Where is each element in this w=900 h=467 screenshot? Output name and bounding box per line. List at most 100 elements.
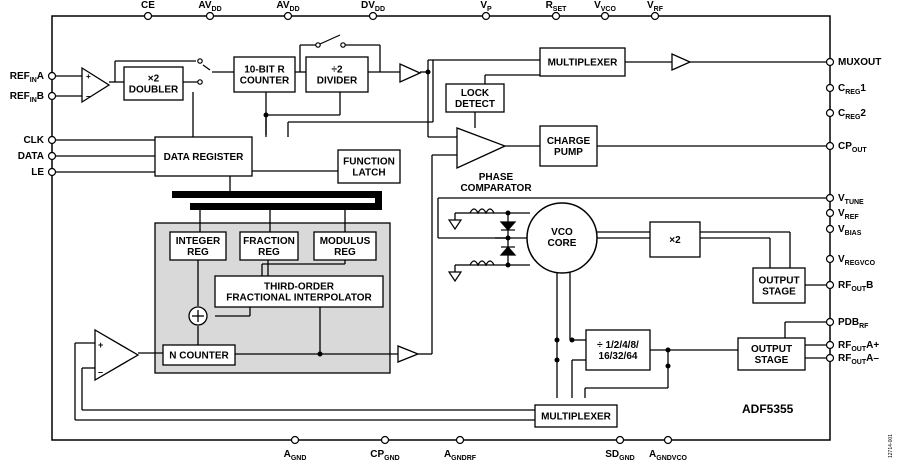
n-counter-block (162, 344, 236, 366)
pin-base: V (838, 193, 845, 204)
charge-pump-label: CHARGE (547, 136, 591, 147)
doubler-label: ×2 (148, 74, 160, 85)
pin-suffix: 2 (860, 108, 866, 119)
pin-creg1 (825, 83, 835, 93)
pin-agndrf (455, 435, 465, 445)
pin-label-sdgnd: SDGND (605, 449, 634, 462)
pin-label-pdbrf: PDBRF (838, 317, 869, 330)
phase-comparator-label: COMPARATOR (460, 183, 532, 194)
amplifier-signs: + – + – (86, 72, 103, 377)
pin-vref (825, 208, 835, 218)
pin-label-creg2: CREG2 (838, 108, 866, 121)
mux-top-label: MULTIPLEXER (548, 58, 619, 69)
pin-subscript: IN (30, 77, 37, 84)
pin-vrf (650, 11, 660, 21)
pin-label-agnd: AGND (284, 449, 307, 462)
mux-bottom-label: MULTIPLEXER (541, 412, 612, 423)
pin-rfoutap (825, 340, 835, 350)
pin-label-le: LE (31, 167, 44, 178)
pin-vvco (600, 11, 610, 21)
pin-vp (481, 11, 491, 21)
rf-divider-block (585, 329, 651, 371)
pin-subscript: TUNE (845, 199, 864, 206)
function-latch-label: FUNCTION (343, 157, 395, 168)
pin-label-creg1: CREG1 (838, 83, 866, 96)
pin-rset (551, 11, 561, 21)
pin-avdd1 (205, 11, 215, 21)
pin-subscript: GND (619, 455, 635, 462)
pin-label-rfoutb: RFOUTB (838, 280, 873, 293)
muxout-buffer (671, 52, 692, 72)
pin-base: RF (838, 280, 851, 291)
divider-label: DIVIDER (317, 76, 358, 87)
x2-block (649, 221, 701, 258)
pin-label-vregvco: VREGVCO (838, 254, 876, 267)
pin-base: LE (31, 167, 44, 178)
output-stage-a-block (737, 337, 806, 371)
register-bus-bar-3 (375, 191, 382, 210)
pin-sdgnd (615, 435, 625, 445)
pin-label-agndvco: AGNDVCO (649, 449, 688, 462)
switches (197, 34, 346, 85)
pin-label-vbias: VBIAS (838, 224, 862, 237)
phase-comparator-label: PHASE (479, 172, 514, 183)
pin-subscript: GND (384, 455, 400, 462)
pin-base: C (838, 108, 845, 119)
pin-suffix: B (37, 91, 44, 102)
n-counter-label: N COUNTER (169, 351, 229, 362)
pin-subscript: OUT (851, 346, 867, 353)
pin-base: A (284, 449, 291, 460)
pin-rfoutb (825, 280, 835, 290)
lock-detect-label: LOCK (461, 88, 490, 99)
pin-suffix: A– (866, 353, 879, 364)
pin-vbias (825, 224, 835, 234)
pin-subscript: GNDRF (451, 455, 477, 462)
vco-tank-components (447, 208, 517, 283)
pin-subscript: P (487, 6, 492, 13)
pin-dvdd (368, 11, 378, 21)
pin-base: AV (276, 0, 289, 11)
function-latch-block (337, 149, 401, 184)
svg-text:–: – (86, 91, 91, 101)
pin-base: AV (198, 0, 211, 11)
rf-divider-label: 16/32/64 (599, 351, 638, 362)
vco-core-label: CORE (548, 238, 577, 249)
pin-label-agndrf: AGNDRF (444, 449, 477, 462)
pin-label-rset: RSET (546, 0, 568, 13)
lock-detect-label: DETECT (455, 99, 495, 110)
pin-label-avdd2: AVDD (276, 0, 299, 13)
pin-label-muxout: MUXOUT (838, 57, 881, 68)
pin-label-data: DATA (18, 151, 44, 162)
integer-reg-label: INTEGER (176, 236, 221, 247)
vco-core-circle (526, 202, 598, 274)
pin-suffix: B (866, 280, 873, 291)
pin-base: REF (10, 71, 30, 82)
fraction-reg-label: FRACTION (243, 236, 295, 247)
pin-base: V (480, 0, 487, 11)
pin-vregvco (825, 254, 835, 264)
pin-agnd (290, 435, 300, 445)
pin-subscript: REF (845, 214, 860, 221)
pin-subscript: REG (845, 114, 861, 121)
modulus-reg-block (313, 231, 377, 261)
pin-label-cpgnd: CPGND (370, 449, 399, 462)
divider-label: ÷2 (331, 65, 342, 76)
pin-base: C (838, 83, 845, 94)
pin-base: A (649, 449, 656, 460)
r-counter-label: COUNTER (240, 76, 290, 87)
pin-refinb (47, 91, 57, 101)
function-blocks (123, 47, 806, 428)
pin-base: REF (10, 91, 30, 102)
pin-ce (143, 11, 153, 21)
pin-subscript: REG (845, 89, 861, 96)
register-bus-bar-1 (172, 191, 382, 198)
pin-base: V (838, 224, 845, 235)
pin-suffix: A (37, 71, 44, 82)
pin-base: DATA (18, 151, 44, 162)
part-number: ADF5355 (742, 402, 794, 416)
pin-subscript: OUT (851, 359, 867, 366)
pin-label-vref: VREF (838, 208, 859, 221)
amplifiers (81, 52, 692, 382)
